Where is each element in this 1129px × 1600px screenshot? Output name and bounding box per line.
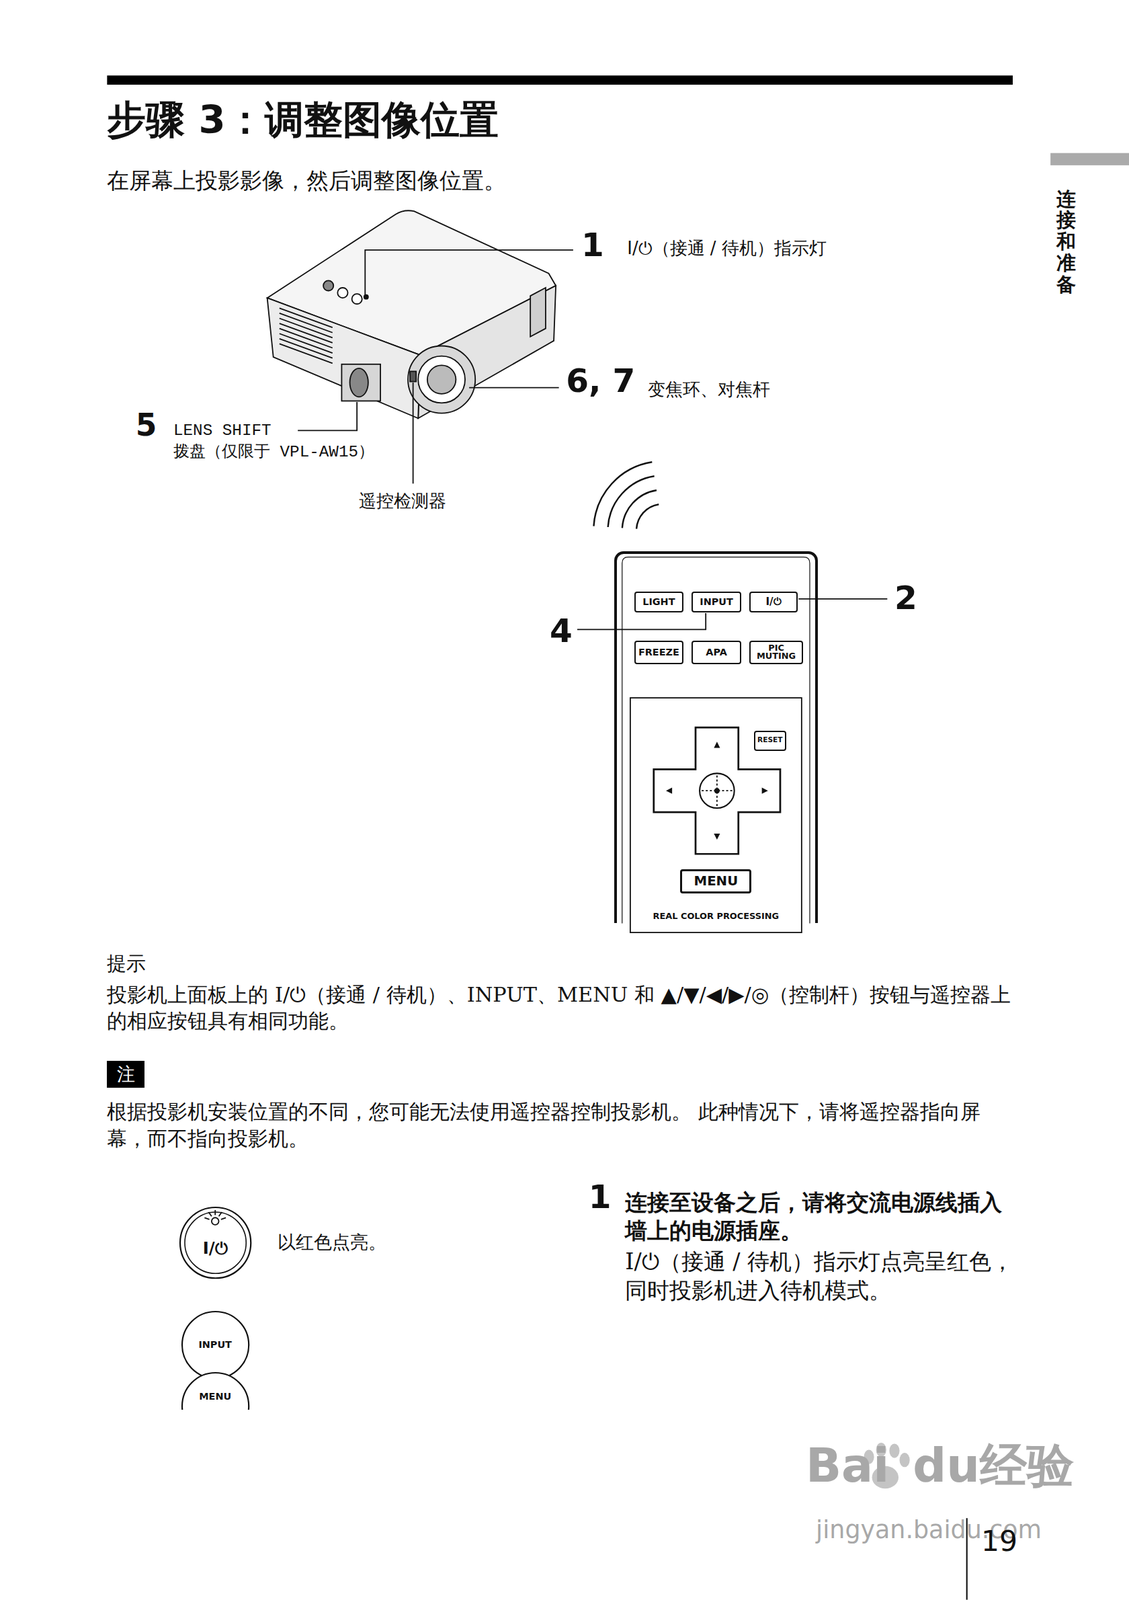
power-button: I/⏻ xyxy=(749,591,798,612)
remote-button: LIGHT xyxy=(634,591,684,612)
note-text: 根据投影机安装位置的不同，您可能无法使用遥控器控制投影机。 此种情况下，请将遥控… xyxy=(106,1098,1020,1152)
lamp-ray xyxy=(204,1217,209,1219)
wave-arc xyxy=(636,504,659,529)
vent-slat xyxy=(279,307,333,328)
intro-text: 在屏幕上投影影像，然后调整图像位置。 xyxy=(106,168,1025,194)
remote-details xyxy=(622,557,810,933)
wave-arc xyxy=(608,475,655,527)
wave-arc xyxy=(622,489,657,528)
section-tab xyxy=(1050,153,1129,166)
indicator-note: 以红色点亮。 xyxy=(277,1231,387,1252)
callout-text: I/⏻（接通 / 待机）指示灯 xyxy=(626,238,826,259)
leader-line xyxy=(297,249,888,630)
callout-number: 2 xyxy=(894,579,918,617)
remote-control: REAL COLOR PROCESSING LIGHT INPUT I/⏻ FREEZE… xyxy=(614,551,819,924)
button-label: 注 xyxy=(116,1064,136,1083)
button-circle xyxy=(182,1372,249,1410)
step-heading: 连接至设备之后，请将交流电源线插入墙上的电源插座。 xyxy=(624,1188,1018,1244)
remote-button: INPUT xyxy=(691,591,742,612)
button-label: FREEZE xyxy=(638,647,680,657)
page-title: 步骤 3：调整图像位置 xyxy=(106,94,498,147)
button-label: RESET xyxy=(757,736,783,744)
button-label: PIC MUTING xyxy=(750,643,802,662)
button-label: MENU xyxy=(694,874,739,888)
page-number: 19 xyxy=(981,1524,1018,1558)
button-label: MENU xyxy=(198,1391,232,1401)
lamp-ray xyxy=(221,1217,226,1219)
vent-slat xyxy=(279,343,333,363)
part-label: 遥控检测器 xyxy=(358,491,447,512)
callout-number: 6, 7 xyxy=(565,362,636,400)
title-bar xyxy=(106,75,1013,85)
remote-button: PIC MUTING xyxy=(749,640,803,664)
button-label: REAL COLOR PROCESSING xyxy=(653,911,779,921)
button-inner-circle xyxy=(184,1211,246,1273)
button-label: LIGHT xyxy=(642,596,675,607)
button-label: I/⏻ xyxy=(202,1239,228,1257)
button-circle xyxy=(182,1311,249,1378)
lamp-dot xyxy=(211,1217,220,1225)
button-label: INPUT xyxy=(198,1339,232,1349)
remote-button: FREEZE xyxy=(634,640,684,664)
vent-slat xyxy=(279,338,333,359)
vent-slat xyxy=(279,328,333,349)
menu-button-icon: MENU xyxy=(180,1370,250,1410)
input-button-icon: INPUT xyxy=(180,1309,250,1379)
button-label: APA xyxy=(705,647,728,657)
wave-arc xyxy=(593,461,652,526)
note-badge: 注 xyxy=(106,1060,145,1087)
step-body: I/⏻（接通 / 待机）指示灯点亮呈红色，同时投影机进入待机模式。 xyxy=(624,1246,1018,1306)
tip-heading: 提示 xyxy=(106,952,146,975)
watermark: du经验 xyxy=(912,1438,1074,1492)
button-label: I/⏻ xyxy=(765,596,781,607)
section-tab-text: 连接和准备 xyxy=(1056,188,1076,296)
watermark: Bai xyxy=(805,1438,890,1492)
power-button-icon: I/⏻ xyxy=(178,1205,253,1279)
tip-text: 投影机上面板上的 I/⏻（接通 / 待机）、INPUT、MENU 和 ▲/▼/◀… xyxy=(106,981,1020,1035)
button-outline xyxy=(180,1370,250,1410)
signal-waves xyxy=(593,461,659,529)
menu-button: MENU xyxy=(680,868,752,894)
callout-text: 变焦环、对焦杆 xyxy=(647,379,771,400)
remote-button: APA xyxy=(691,640,742,664)
callout-number: 1 xyxy=(581,226,605,265)
step-number: 1 xyxy=(588,1178,612,1216)
callout-number: 4 xyxy=(549,612,573,650)
callout-number: 5 xyxy=(135,407,158,443)
vent-slat xyxy=(279,323,333,343)
vent-slat xyxy=(279,333,333,353)
lamp-ray xyxy=(214,1209,216,1216)
button-circle xyxy=(180,1206,251,1278)
callout-text: LENS SHIFT xyxy=(173,421,272,441)
button-label: INPUT xyxy=(699,596,734,607)
remote-button: RESET xyxy=(754,730,787,751)
callout-text: 拨盘（仅限于 VPL-AW15） xyxy=(173,442,375,462)
vent-slat xyxy=(279,317,333,338)
vent-slat xyxy=(279,313,333,333)
